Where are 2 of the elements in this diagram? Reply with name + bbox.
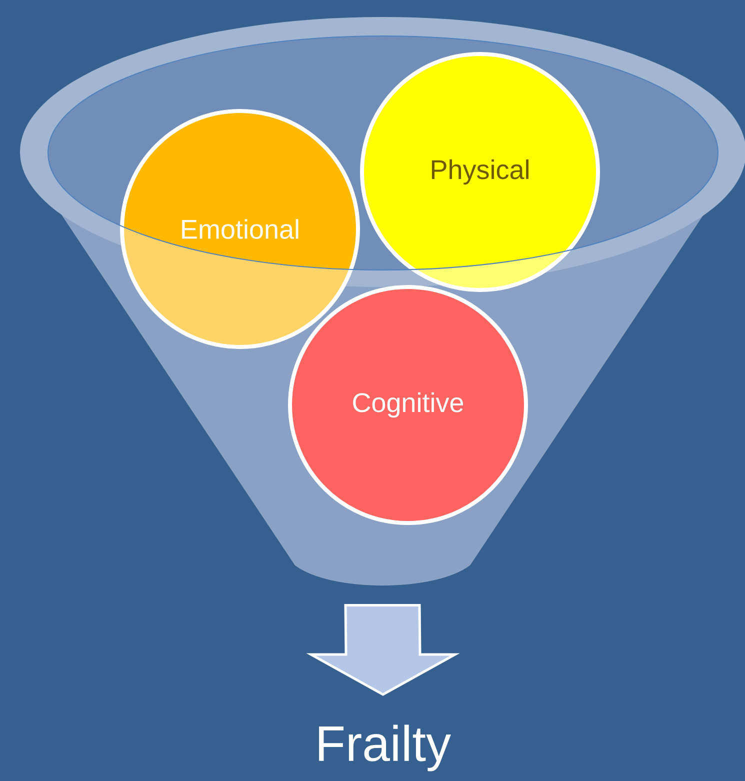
result-label: Frailty (319, 724, 451, 772)
block-arrow (306, 604, 460, 696)
